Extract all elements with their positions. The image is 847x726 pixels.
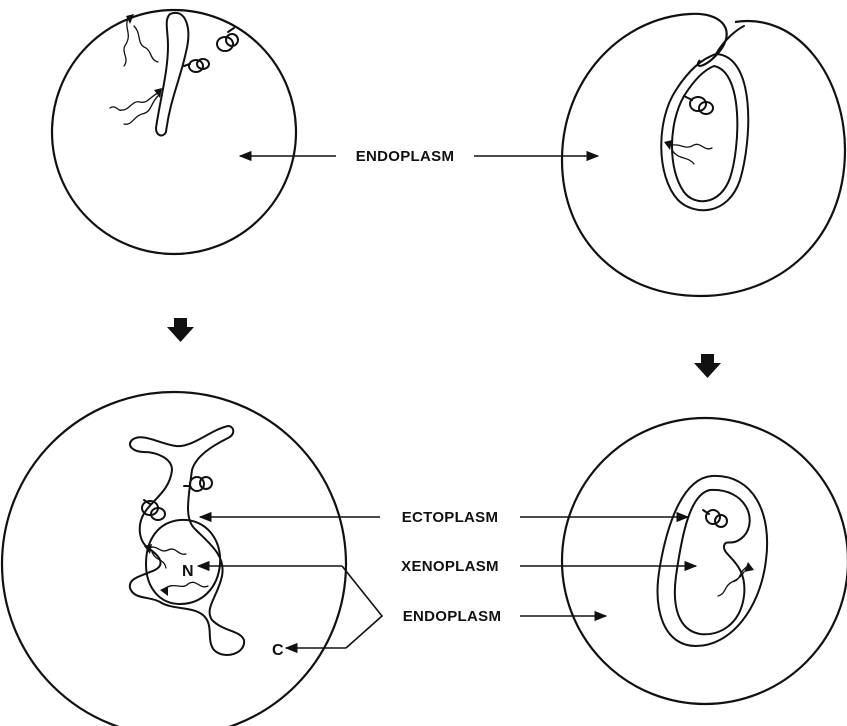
cell-membrane-notched xyxy=(562,14,845,296)
cell-bottom-left: N C xyxy=(2,392,346,726)
cytoplasm-letter: C xyxy=(272,642,284,659)
transition-arrow-left xyxy=(167,318,194,342)
endoplasm-bottom-text: ENDOPLASM xyxy=(403,608,502,625)
cell-top-left xyxy=(52,10,296,254)
cell-top-right xyxy=(562,14,845,296)
endoplasm-top-text: ENDOPLASM xyxy=(356,148,455,165)
ectoplasm-text: ECTOPLASM xyxy=(402,509,499,526)
nucleus-letter: N xyxy=(182,563,194,580)
xenoplasm-text: XENOPLASM xyxy=(401,558,499,575)
transition-arrow-right xyxy=(694,354,721,378)
cell-bottom-right xyxy=(562,418,847,704)
